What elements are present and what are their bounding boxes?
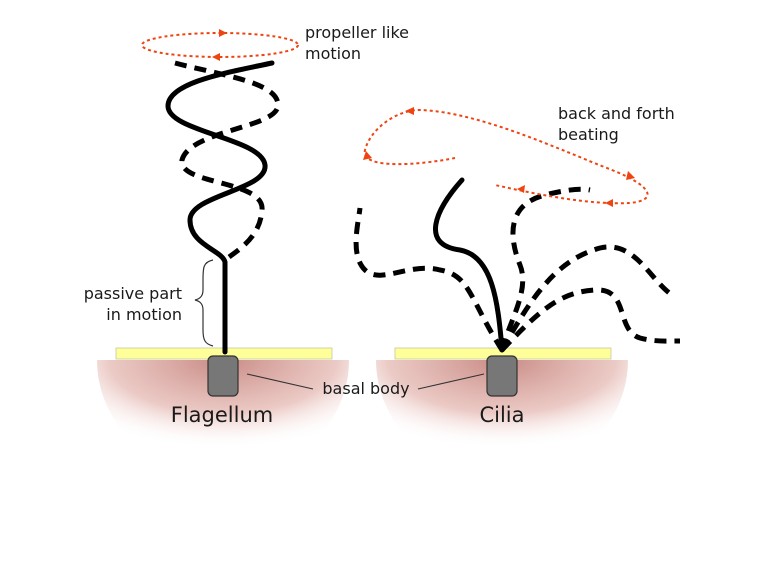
back-forth-motion-arrow xyxy=(363,108,649,205)
back-forth-label-line1: back and forth xyxy=(558,104,675,123)
basal-body-label: basal body xyxy=(322,379,409,398)
basal-body-leader-left xyxy=(246,373,314,390)
cilium-solid xyxy=(433,177,505,353)
passive-label-line2: in motion xyxy=(106,305,182,324)
back-forth-label-line2: beating xyxy=(558,125,619,144)
cilium-dashed-3 xyxy=(499,244,674,352)
back-forth-arrowhead-4 xyxy=(517,185,525,193)
cilium-dashed-4 xyxy=(500,287,681,352)
flagellum-title: Flagellum xyxy=(171,403,273,427)
back-forth-arrowhead-3 xyxy=(605,199,613,207)
back-forth-arrowhead-5 xyxy=(363,151,372,160)
basal-body-left xyxy=(207,355,239,397)
basal-body-leader-right xyxy=(417,373,485,390)
flagellum-helix-solid xyxy=(165,60,275,355)
cilia-title: Cilia xyxy=(479,403,524,427)
propeller-label-line1: propeller like xyxy=(305,23,409,42)
cilium-dashed-2 xyxy=(499,186,591,351)
flagellum-helix-dashed xyxy=(174,60,281,262)
back-forth-arrowhead-1 xyxy=(405,107,414,115)
back-forth-arrowhead-2 xyxy=(626,171,635,180)
propeller-label-line2: motion xyxy=(305,44,361,63)
passive-label-line1: passive part xyxy=(84,284,182,303)
basal-body-right xyxy=(486,355,518,397)
tissue-right xyxy=(376,360,628,478)
tissue-left xyxy=(97,360,349,478)
propeller-arrowhead-bottom xyxy=(212,53,220,61)
propeller-arrowhead-top xyxy=(219,29,227,37)
passive-brace xyxy=(194,259,214,347)
cilium-dashed-1 xyxy=(353,207,505,352)
